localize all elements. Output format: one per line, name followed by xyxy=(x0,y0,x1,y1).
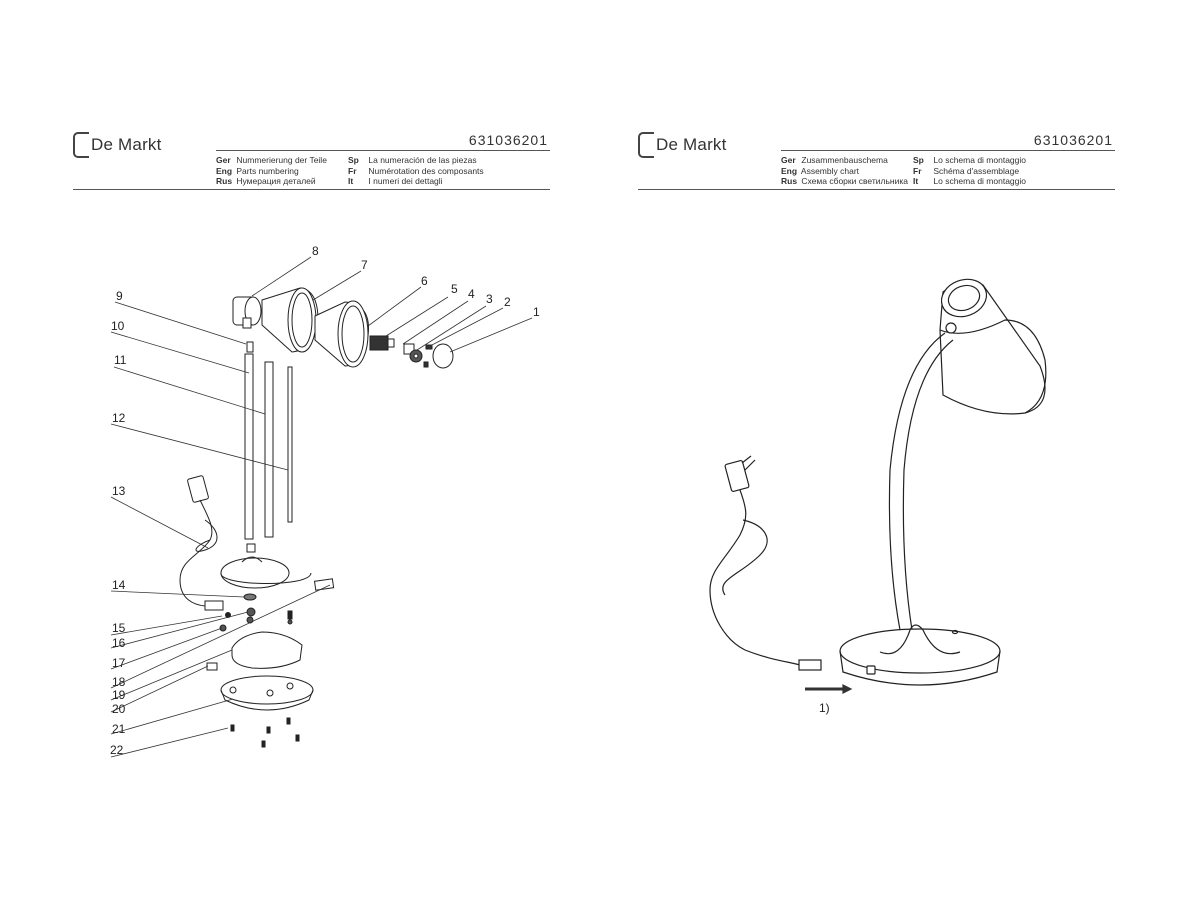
caption-column-2: Sp Lo schema di montaggio Fr Schéma d'as… xyxy=(913,155,1026,187)
part-number: 4 xyxy=(468,287,475,301)
part-number: 8 xyxy=(312,244,319,258)
part-number: 18 xyxy=(112,675,126,689)
part-number: 14 xyxy=(112,578,126,592)
caption-text: Нумерация деталей xyxy=(236,176,316,186)
part-number: 7 xyxy=(361,258,368,272)
part-number: 6 xyxy=(421,274,428,288)
fasteners xyxy=(219,593,293,632)
brand-name: De Markt xyxy=(91,135,162,154)
part-number: 12 xyxy=(112,411,126,425)
caption-lang: Sp xyxy=(348,155,359,165)
assembled-lamp-drawing: 1) xyxy=(709,278,1047,715)
exploded-parts-drawing: 1 2 3 4 5 6 7 8 9 10 11 12 13 14 15 16 1… xyxy=(110,244,540,758)
caption-column-1: Ger Nummerierung der Teile Eng Parts num… xyxy=(216,155,327,187)
caption-lang: It xyxy=(348,176,354,186)
caption-lang: Fr xyxy=(913,165,922,176)
part-number: 17 xyxy=(112,656,126,670)
circuit-board xyxy=(231,631,303,669)
screws xyxy=(230,717,300,748)
parts-numbering-page: De Markt 631036201 Ger Nummerierung der … xyxy=(73,132,550,758)
part-number: 9 xyxy=(116,289,123,303)
caption-text: Assembly chart xyxy=(800,165,860,176)
part-number: 19 xyxy=(112,688,126,702)
caption-text: Nummerierung der Teile xyxy=(236,155,327,165)
lamp-reflector xyxy=(314,300,370,368)
part-number: 2 xyxy=(504,295,511,309)
part-number: 5 xyxy=(451,282,458,296)
caption-text: Parts numbering xyxy=(236,165,299,176)
caption-lang: Eng xyxy=(216,165,233,176)
document-number: 631036201 xyxy=(1033,132,1113,148)
document-number: 631036201 xyxy=(468,132,548,148)
part-number: 11 xyxy=(114,353,127,367)
caption-lang: Ger xyxy=(216,155,231,165)
brand-logo: De Markt xyxy=(73,132,162,158)
led-module xyxy=(369,335,395,351)
caption-lang: Ger xyxy=(781,155,796,165)
lamp-base-top xyxy=(220,543,312,589)
caption-lang: Fr xyxy=(348,165,357,176)
header-rule xyxy=(216,150,550,151)
part-number: 20 xyxy=(112,702,126,716)
caption-lang: It xyxy=(913,176,919,186)
logo-mark-icon xyxy=(73,132,89,158)
switch-plate xyxy=(313,578,335,591)
logo-mark-icon xyxy=(638,132,654,158)
caption-lang: Rus xyxy=(216,176,233,186)
caption-text: La numeración de las piezas xyxy=(368,155,477,165)
lamp-outer-shade xyxy=(261,287,319,353)
gooseneck-arm xyxy=(888,332,946,631)
lamp-swivel-joint xyxy=(232,296,262,329)
brand-name: De Markt xyxy=(656,135,727,154)
assembled-lamp-head xyxy=(939,278,1047,415)
caption-text: Schéma d'assemblage xyxy=(933,165,1020,176)
header-rule xyxy=(781,150,1115,151)
caption-column-1: Ger Zusammenbauschema Eng Assembly chart… xyxy=(781,155,908,187)
assembly-chart-page: De Markt 631036201 Ger Zusammenbauschema… xyxy=(565,0,1165,900)
stand-tubes xyxy=(244,341,293,540)
header-bottom-rule xyxy=(73,189,550,190)
header-bottom-rule xyxy=(638,189,1115,190)
part-number: 22 xyxy=(110,743,124,757)
brand-logo: De Markt xyxy=(638,132,727,158)
insertion-arrow-icon xyxy=(805,684,853,694)
part-number: 21 xyxy=(112,722,126,736)
power-adapter-cord xyxy=(709,455,822,671)
caption-text: I numeri dei dettagli xyxy=(368,176,443,186)
small-switch xyxy=(206,662,218,671)
part-number: 3 xyxy=(486,292,493,306)
part-number: 16 xyxy=(112,636,126,650)
caption-text: Lo schema di montaggio xyxy=(933,155,1026,165)
part-number: 13 xyxy=(112,484,126,498)
leader-lines xyxy=(110,256,533,758)
part-number: 1 xyxy=(533,305,540,319)
caption-text: Numérotation des composants xyxy=(368,165,484,176)
caption-text: Lo schema di montaggio xyxy=(933,176,1026,186)
caption-column-2: Sp La numeración de las piezas Fr Numéro… xyxy=(348,155,484,187)
small-parts xyxy=(403,343,454,369)
part-number: 10 xyxy=(111,319,125,333)
caption-lang: Rus xyxy=(781,176,798,186)
caption-text: Схема сборки светильника xyxy=(801,176,908,186)
caption-lang: Sp xyxy=(913,155,924,165)
caption-lang: Eng xyxy=(781,165,798,176)
caption-text: Zusammenbauschema xyxy=(801,155,888,165)
part-number-labels: 1 2 3 4 5 6 7 8 9 10 11 12 13 14 15 16 1… xyxy=(110,244,540,757)
assembled-lamp-base xyxy=(839,624,1001,686)
part-number: 15 xyxy=(112,621,126,635)
step-label: 1) xyxy=(819,701,830,715)
power-adapter-cord xyxy=(179,475,224,611)
lamp-base-bottom xyxy=(220,675,314,711)
